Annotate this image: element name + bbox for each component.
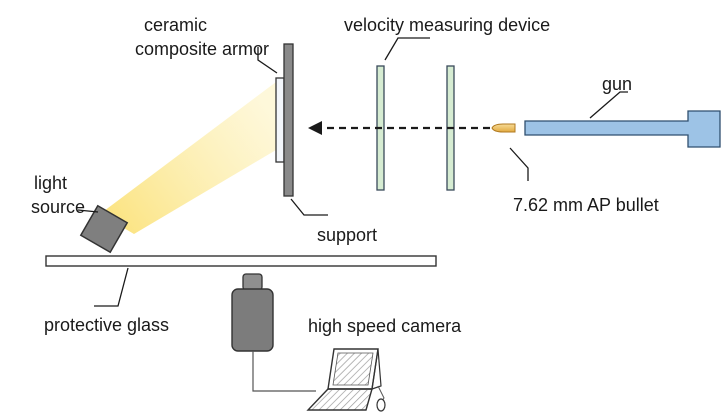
- label-velocity-device: velocity measuring device: [344, 15, 550, 35]
- light-source: [79, 204, 129, 254]
- camera-cable: [252, 351, 316, 392]
- label-protective-glass: protective glass: [44, 315, 169, 335]
- label-support: support: [317, 225, 377, 245]
- leader-glass: [94, 267, 129, 307]
- label-light-line2: source: [31, 197, 85, 217]
- leader-velocity: [384, 37, 430, 61]
- label-armor-line2: composite armor: [135, 39, 269, 59]
- gun-barrel: [524, 110, 721, 148]
- label-camera: high speed camera: [308, 316, 462, 336]
- light-beam: [100, 82, 276, 234]
- camera-body: [231, 288, 274, 352]
- label-light-line1: light: [34, 173, 67, 193]
- trajectory-arrowhead: [308, 121, 322, 135]
- leader-support: [290, 198, 328, 216]
- label-bullet: 7.62 mm AP bullet: [513, 195, 659, 215]
- leader-armor: [257, 47, 278, 74]
- camera-lens-cap: [242, 273, 263, 291]
- protective-glass: [45, 255, 437, 267]
- leader-gun: [589, 91, 628, 119]
- ceramic-armor-plate: [275, 77, 285, 163]
- leader-light: [77, 209, 99, 213]
- bullet-icon: [491, 123, 516, 133]
- label-armor-line1: ceramic: [144, 15, 207, 35]
- label-gun: gun: [602, 74, 632, 94]
- laptop-icon: [306, 348, 386, 412]
- support-plate: [283, 43, 294, 197]
- leader-bullet: [509, 147, 529, 181]
